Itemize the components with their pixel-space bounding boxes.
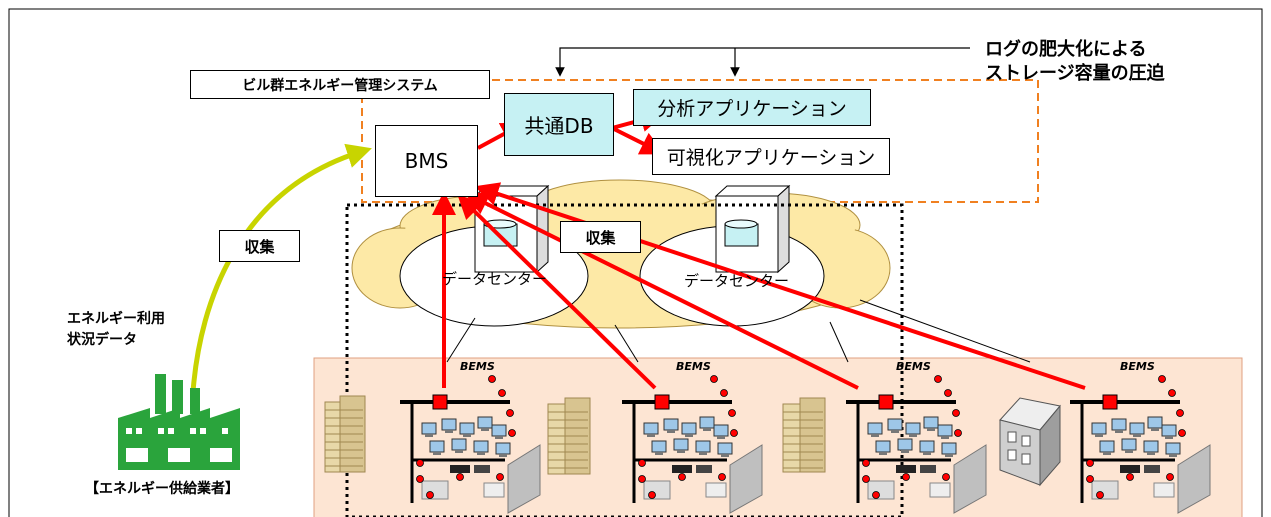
factory-icon	[118, 374, 240, 470]
energy-usage-label: エネルギー利用 状況データ	[67, 309, 165, 351]
red-data-arrow	[464, 192, 859, 390]
office-building-icon	[547, 397, 591, 475]
collect-label-center: 収集	[560, 221, 641, 253]
energy-usage-line2: 状況データ	[67, 332, 137, 348]
supplier-label: 【エネルギー供給業者】	[85, 481, 239, 497]
yellow-collect-arrow	[190, 143, 372, 393]
energy-usage-line1: エネルギー利用	[67, 311, 165, 327]
office-building-icon	[324, 395, 366, 473]
network-lines	[446, 299, 1031, 363]
small-building-icon	[999, 397, 1061, 487]
bems-cluster-icon	[1070, 375, 1211, 514]
datacenter-1-label: データセンター	[442, 270, 548, 288]
datacenter-2-label: データセンター	[684, 272, 790, 290]
bems-cluster-icon	[846, 375, 987, 514]
common-db-box: 共通DB	[504, 93, 614, 156]
bems-label-3: BEMS	[896, 360, 931, 373]
dotted-selection	[345, 203, 904, 517]
red-data-arrow	[457, 194, 657, 390]
red-data-arrow	[611, 126, 665, 155]
log-note: ログの肥大化による ストレージ容量の圧迫	[985, 38, 1165, 86]
bms-box: BMS	[375, 125, 478, 197]
bems-cluster-icon	[622, 375, 763, 514]
collect-label-left: 収集	[219, 230, 300, 262]
bems-cluster-icon	[400, 375, 541, 514]
visualization-app-box: 可視化アプリケーション	[652, 138, 890, 175]
bems-label-1: BEMS	[460, 360, 495, 373]
log-note-arrows	[555, 47, 970, 77]
analysis-app-box: 分析アプリケーション	[633, 89, 871, 126]
office-building-icon	[782, 397, 826, 473]
bems-label-2: BEMS	[676, 360, 711, 373]
log-note-line2: ストレージ容量の圧迫	[985, 63, 1165, 84]
server-icon	[714, 184, 791, 274]
bems-label-4: BEMS	[1120, 360, 1155, 373]
log-note-line1: ログの肥大化による	[985, 39, 1147, 60]
system-label: ビル群エネルギー管理システム	[190, 70, 490, 99]
outer-frame	[8, 8, 1263, 517]
building-site-band	[313, 357, 1243, 517]
